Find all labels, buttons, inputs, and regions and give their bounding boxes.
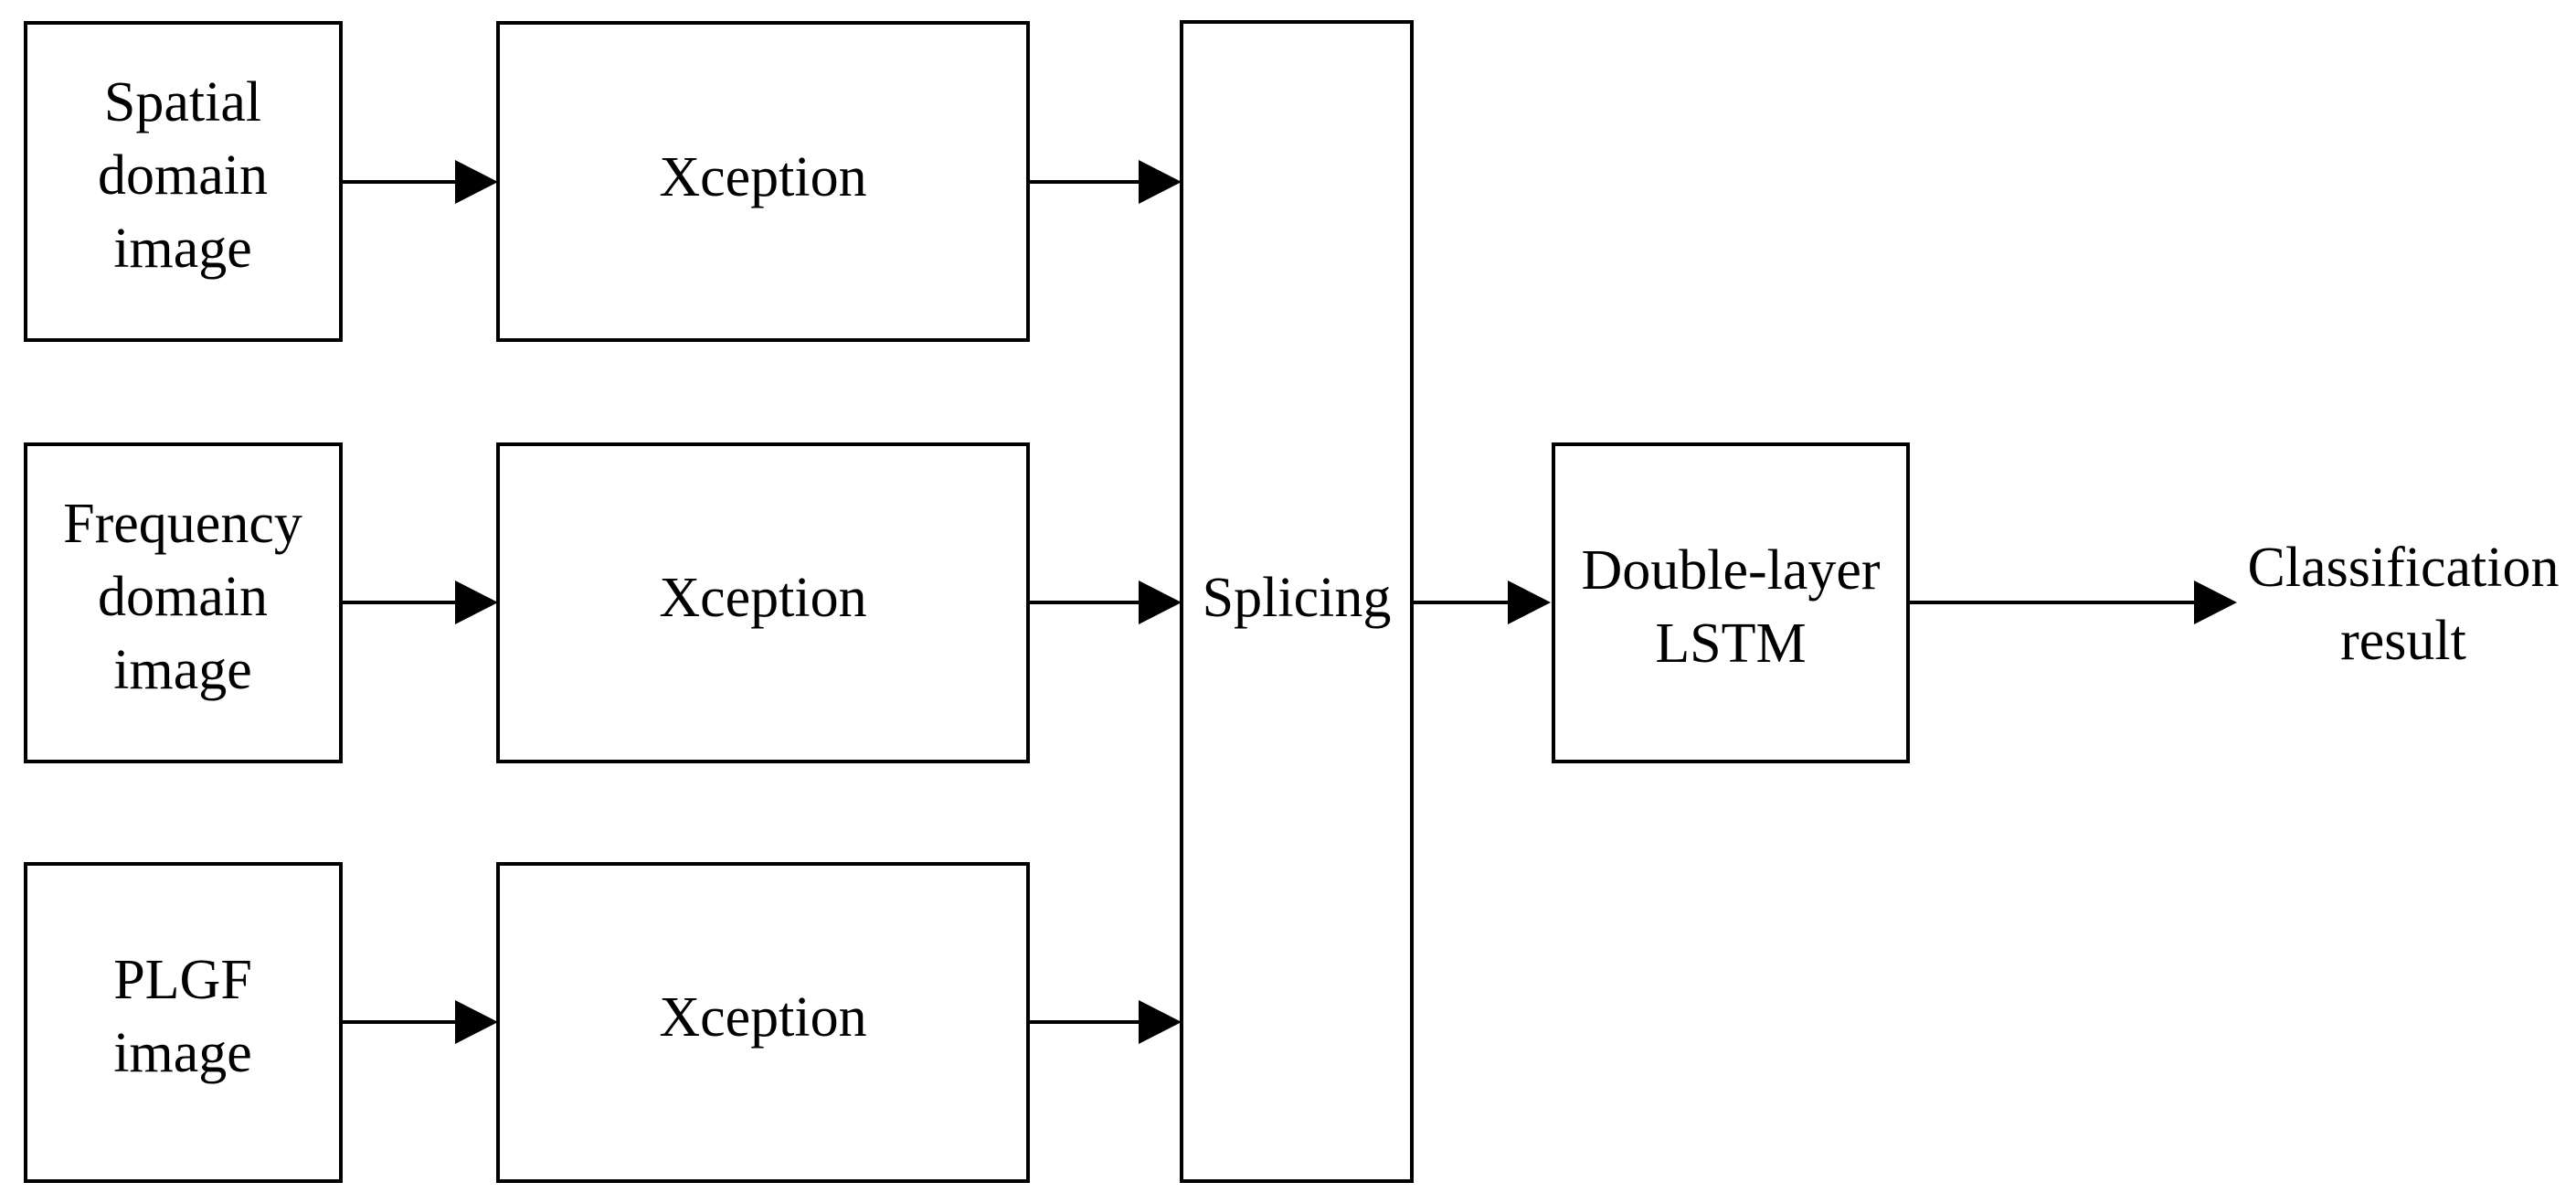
- arrow-head-lstm-result: [2194, 581, 2237, 624]
- plgf-image-label-line2: image: [113, 1022, 252, 1084]
- node-xception-1[interactable]: Xception: [496, 21, 1030, 342]
- xception-2-label: Xception: [659, 567, 866, 629]
- xception-1-box[interactable]: [496, 21, 1030, 342]
- node-classification-result: Classification result: [2248, 537, 2560, 672]
- classification-result-label-line2: result: [2340, 610, 2466, 672]
- spatial-domain-image-label-line2: domain: [98, 144, 268, 207]
- double-layer-lstm-label-line1: Double-layer: [1581, 539, 1880, 602]
- splicing-label: Splicing: [1203, 567, 1392, 629]
- arrow-spatial-to-xception1: [341, 160, 498, 204]
- xception-3-box[interactable]: [496, 862, 1030, 1183]
- classification-result-label-line1: Classification: [2248, 537, 2560, 599]
- arrow-plgf-to-xception3: [341, 1000, 498, 1044]
- arrow-head-row3-a: [455, 1000, 498, 1044]
- arrow-head-row1-a: [455, 160, 498, 204]
- arrow-splicing-to-lstm: [1412, 581, 1551, 624]
- double-layer-lstm-box[interactable]: [1552, 442, 1910, 763]
- xception-3-label: Xception: [659, 986, 866, 1049]
- arrow-frequency-to-xception2: [341, 581, 498, 624]
- arrow-lstm-to-result: [1908, 581, 2237, 624]
- arrow-head-splicing-lstm: [1508, 581, 1551, 624]
- arrow-xception1-to-splicing: [1028, 160, 1182, 204]
- node-xception-3[interactable]: Xception: [496, 862, 1030, 1183]
- frequency-domain-image-label-line2: domain: [98, 566, 268, 628]
- double-layer-lstm-label-line2: LSTM: [1655, 612, 1806, 675]
- splicing-box[interactable]: [1180, 20, 1414, 1183]
- plgf-image-box[interactable]: [24, 862, 343, 1183]
- arrow-xception3-to-splicing: [1028, 1000, 1182, 1044]
- node-spatial-domain-image[interactable]: Spatial domain image: [24, 21, 343, 342]
- arrow-head-row3-b: [1139, 1000, 1182, 1044]
- frequency-domain-image-label-line3: image: [113, 639, 252, 701]
- plgf-image-label-line1: PLGF: [113, 949, 252, 1011]
- node-double-layer-lstm[interactable]: Double-layer LSTM: [1552, 442, 1910, 763]
- frequency-domain-image-label-line1: Frequency: [63, 493, 302, 555]
- arrow-head-row2-b: [1139, 581, 1182, 624]
- arrow-xception2-to-splicing: [1028, 581, 1182, 624]
- spatial-domain-image-label-line3: image: [113, 218, 252, 280]
- arrow-head-row1-b: [1139, 160, 1182, 204]
- frequency-domain-image-box[interactable]: [24, 442, 343, 763]
- spatial-domain-image-label-line1: Spatial: [104, 71, 261, 133]
- node-plgf-image[interactable]: PLGF image: [24, 862, 343, 1183]
- arrow-head-row2-a: [455, 581, 498, 624]
- xception-1-label: Xception: [659, 146, 866, 208]
- xception-2-box[interactable]: [496, 442, 1030, 763]
- node-frequency-domain-image[interactable]: Frequency domain image: [24, 442, 343, 763]
- node-xception-2[interactable]: Xception: [496, 442, 1030, 763]
- spatial-domain-image-box[interactable]: [24, 21, 343, 342]
- node-splicing[interactable]: Splicing: [1180, 20, 1414, 1183]
